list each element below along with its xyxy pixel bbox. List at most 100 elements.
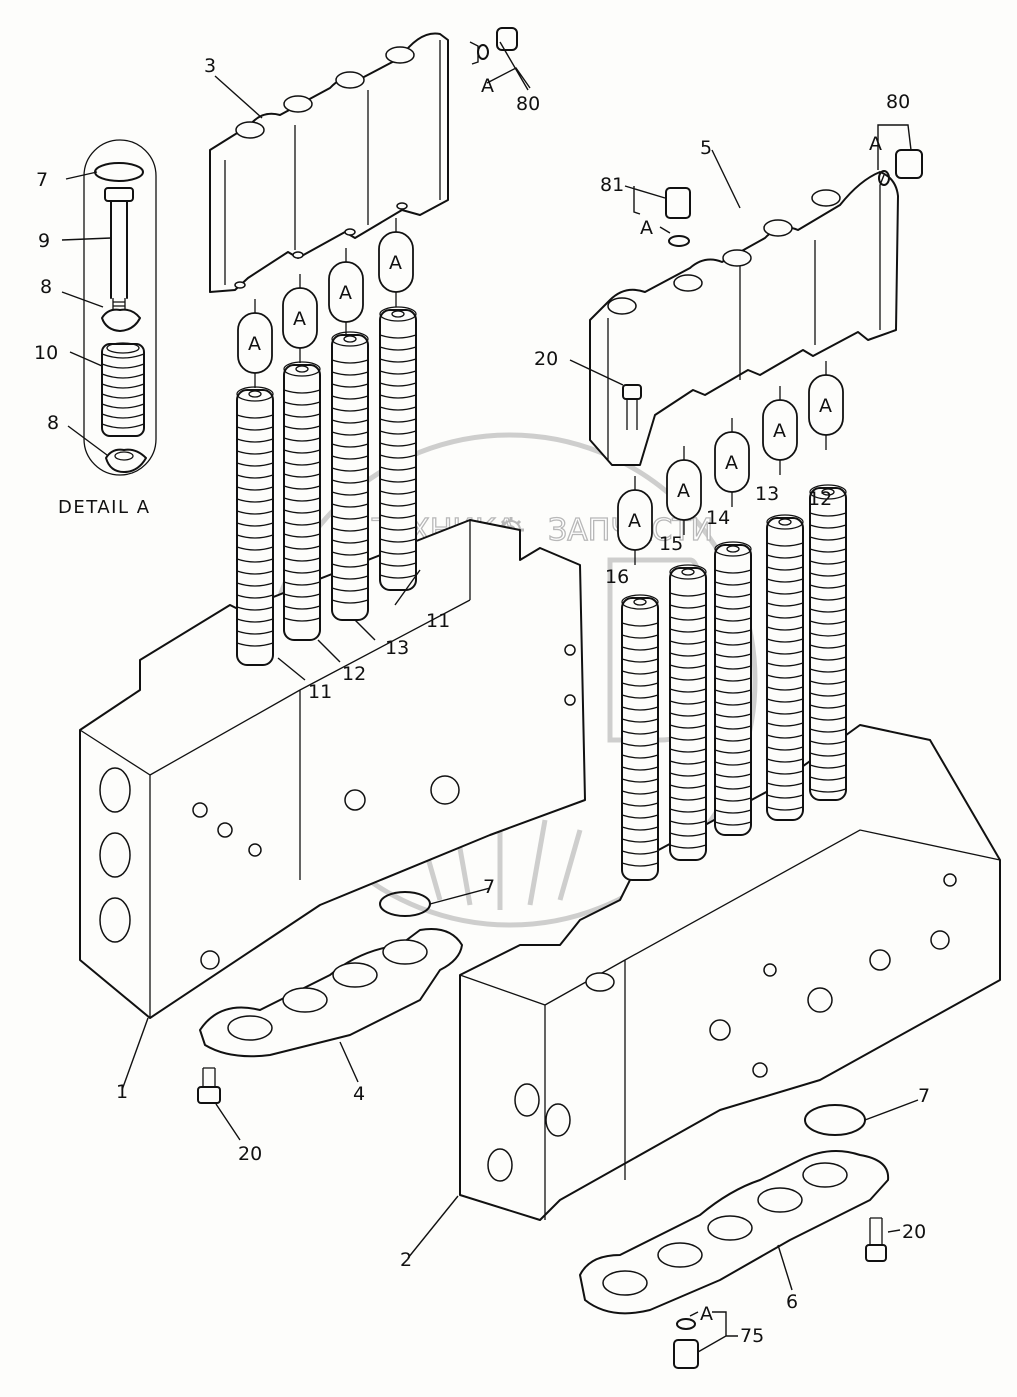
port-hole-threaded	[487, 1148, 513, 1182]
port-hole	[811, 189, 841, 207]
bore	[807, 987, 833, 1013]
spool	[621, 594, 659, 881]
plug-body	[673, 1339, 699, 1369]
spool	[809, 484, 847, 801]
valve-body-part-1	[79, 519, 586, 1019]
leader-13	[354, 619, 376, 641]
manifold-part-4	[199, 928, 463, 1058]
balloon-label: A	[773, 420, 786, 442]
bolt-hole	[396, 202, 408, 210]
bolt-shank	[869, 1217, 883, 1245]
port-hole	[607, 297, 637, 315]
leader-14	[394, 569, 421, 606]
cover-5-body	[589, 171, 899, 466]
callout-80-right: 80	[886, 91, 910, 113]
leader-9	[61, 237, 112, 241]
spool	[766, 514, 804, 821]
manifold-part-6	[579, 1150, 890, 1315]
port-hole	[283, 95, 313, 113]
callout-6: 6	[786, 1291, 798, 1313]
callout-20-cover: 20	[534, 348, 558, 370]
callout-75: 75	[740, 1325, 764, 1347]
bolt-part-20-right	[865, 1217, 887, 1262]
callout-1: 1	[116, 1081, 128, 1103]
port-hole	[673, 274, 703, 292]
valve-body-2-edges	[459, 829, 1001, 1220]
leader-10	[69, 351, 103, 367]
port-hole	[335, 71, 365, 89]
leader-81	[624, 185, 671, 234]
plug-body	[895, 149, 923, 179]
plug-body	[665, 187, 691, 219]
callout-8-lower: 8	[47, 412, 59, 434]
o-ring-small	[878, 170, 890, 186]
callout-labels: 3 80 A 7 9 8 10 8 5 81 A 80 A 20 12 13 1…	[34, 55, 930, 1347]
leader-4	[339, 1041, 359, 1083]
bore	[657, 1242, 703, 1268]
bore	[763, 963, 777, 977]
plug-part-75	[673, 1318, 699, 1369]
callout-3: 3	[204, 55, 216, 77]
o-ring-small	[477, 44, 489, 60]
port-hole	[235, 121, 265, 139]
spool	[379, 306, 417, 591]
balloon-label: A	[248, 333, 261, 355]
callout-10: 10	[34, 342, 58, 364]
callout-a-80-right: A	[869, 133, 882, 155]
pin-thread-part-9	[112, 298, 126, 310]
callout-a-75: A	[700, 1303, 713, 1325]
seat-hole	[114, 451, 134, 461]
cover-5-ridges	[607, 185, 881, 460]
seat-part-8-upper	[101, 308, 141, 332]
bore	[382, 939, 428, 965]
detail-a-caption: DETAIL A	[58, 497, 151, 518]
leader-75	[689, 1311, 738, 1353]
balloon-a: A	[378, 218, 414, 307]
callout-8-upper: 8	[40, 276, 52, 298]
detail-a-outline	[83, 139, 157, 476]
bore	[564, 694, 576, 706]
balloon-label: A	[339, 282, 352, 304]
balloon-label: A	[819, 395, 832, 417]
plug-part-80-right	[878, 149, 923, 186]
balloon-a: A	[808, 361, 844, 450]
bolt-part-20-left	[197, 1067, 221, 1104]
spool	[283, 361, 321, 641]
callout-5: 5	[700, 137, 712, 159]
bore	[564, 644, 576, 656]
callout-19: 16	[605, 566, 629, 588]
bore	[192, 802, 208, 818]
callout-17: 14	[706, 507, 730, 529]
leader-7-right	[864, 1099, 919, 1121]
leader-lines	[61, 41, 919, 1353]
bore	[709, 1019, 731, 1041]
spring-part-10	[101, 342, 145, 437]
o-ring-part-7	[94, 162, 144, 182]
bore	[227, 1015, 273, 1041]
balloon-a: A	[237, 299, 273, 388]
o-ring-small	[676, 1318, 696, 1330]
bore	[248, 843, 262, 857]
plug-part-81	[665, 187, 691, 247]
bolt-head	[197, 1086, 221, 1104]
balloon-label: A	[677, 480, 690, 502]
plug-body	[496, 27, 518, 51]
cover-3-ridges	[224, 40, 441, 285]
callout-81: 81	[600, 174, 624, 196]
balloon-a: A	[762, 386, 798, 475]
pin-head-part-9	[104, 187, 134, 202]
bolt-head	[865, 1244, 887, 1262]
callout-9: 9	[38, 230, 50, 252]
balloon-a: A	[714, 418, 750, 507]
callout-20-right: 20	[902, 1221, 926, 1243]
callout-11: 11	[308, 681, 332, 703]
callout-16: 13	[755, 483, 779, 505]
callout-18: 15	[659, 533, 683, 555]
leader-8-upper	[61, 291, 104, 308]
bore	[930, 930, 950, 950]
port-hole	[763, 219, 793, 237]
spool	[669, 564, 707, 861]
cover-3-body	[209, 32, 449, 293]
